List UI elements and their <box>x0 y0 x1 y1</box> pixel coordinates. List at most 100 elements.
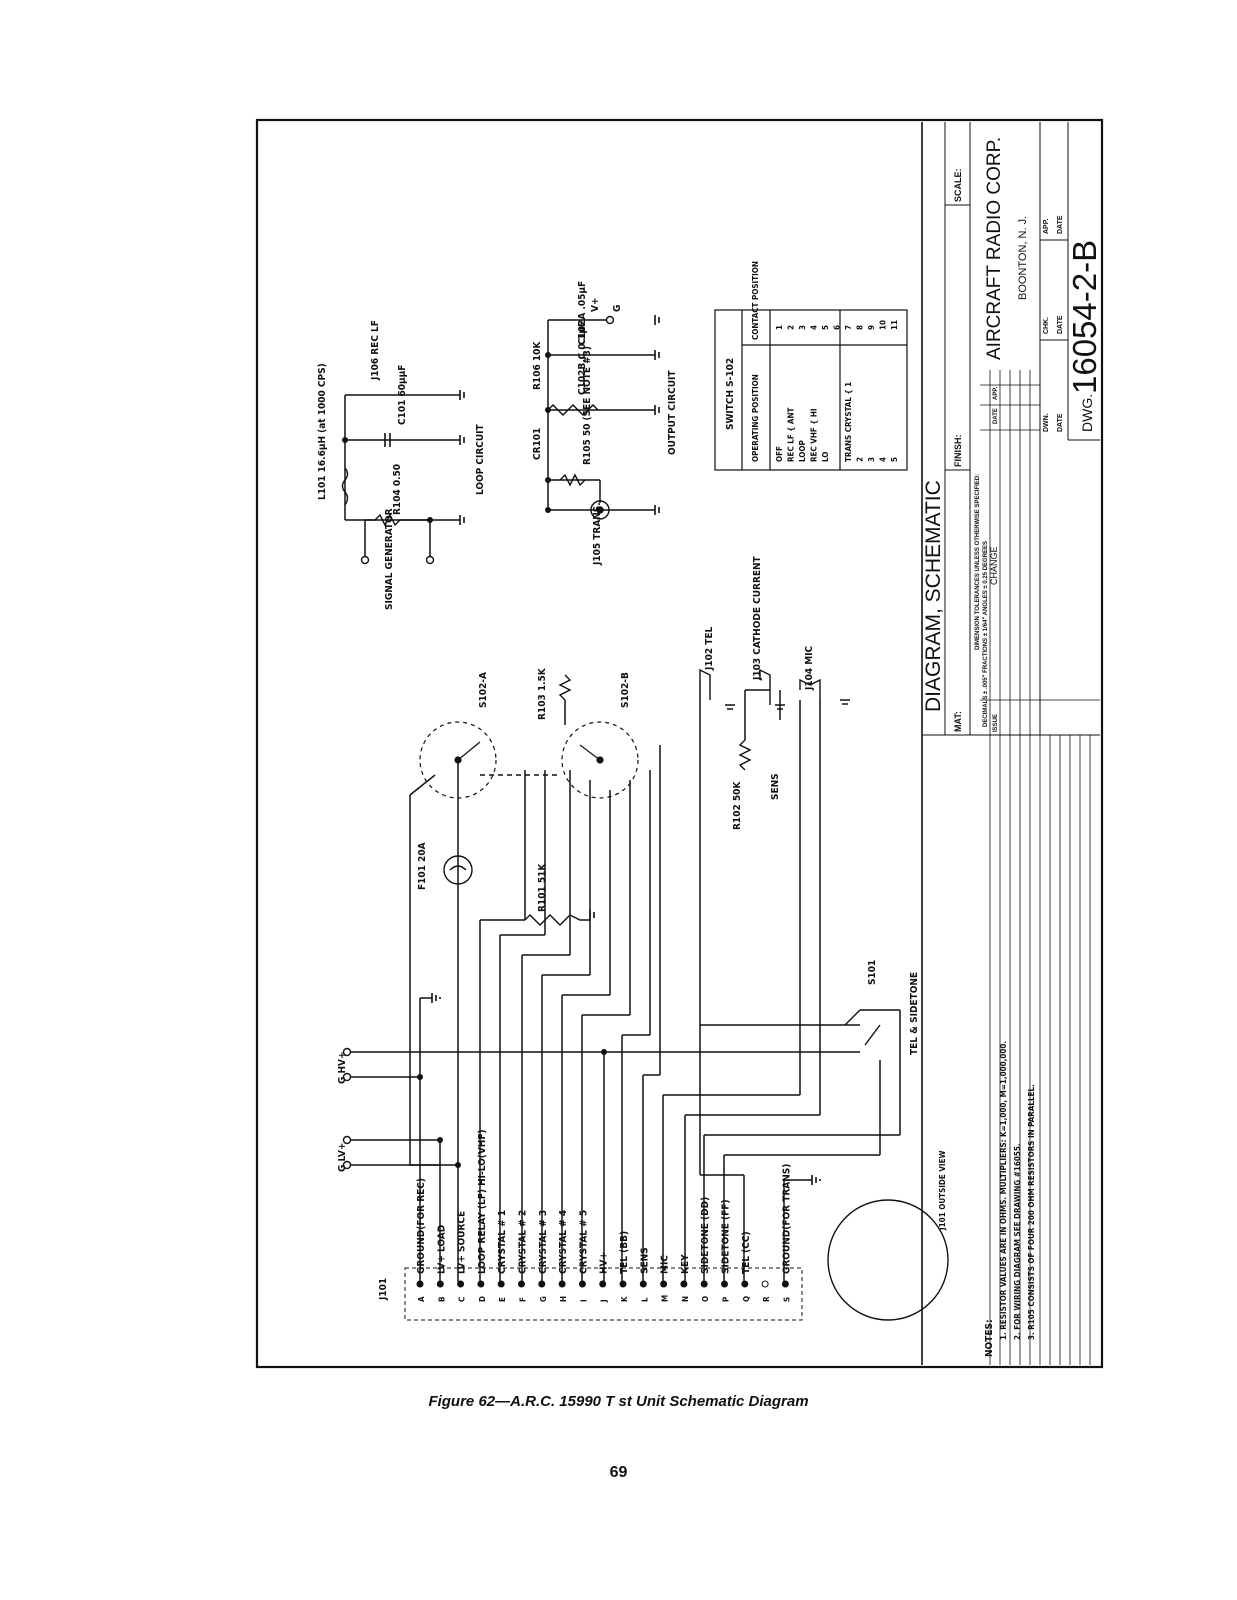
figure-caption: Figure 62—A.R.C. 15990 T st Unit Schemat… <box>428 1393 809 1410</box>
app-header: APP. <box>993 386 999 400</box>
j101-label: J101 <box>378 1278 389 1301</box>
j101-pin-letter: I <box>579 1299 588 1302</box>
c101-label: C101 60µµF <box>397 365 408 425</box>
f101-label: F101 20A <box>417 842 428 890</box>
dwg-label: DWG. <box>1079 394 1095 432</box>
switch-row-contact: 8 <box>856 325 865 330</box>
j101-outside-view-label: J101 OUTSIDE VIEW <box>938 1151 947 1231</box>
date-label-2: DATE <box>1057 315 1064 334</box>
notes-block: NOTES: 1. RESISTOR VALUES ARE IN OHMS. M… <box>984 1041 1036 1357</box>
l101-inductor <box>341 467 349 506</box>
chk-label: CHK. <box>1043 317 1050 334</box>
loop-circuit-label: LOOP CIRCUIT <box>475 423 486 495</box>
r101-label: R101 51K <box>537 863 548 912</box>
j105-label: J105 TRANS. <box>592 502 603 566</box>
j101-pin-letter: C <box>458 1297 467 1302</box>
switch-row-contact: 1 <box>775 325 784 330</box>
jack-symbols <box>699 668 821 705</box>
j101-pin-name: SENS <box>639 1247 650 1274</box>
j101-pin-letter: G <box>539 1296 548 1302</box>
c101-capacitor <box>384 433 391 447</box>
scale-label: SCALE: <box>953 168 963 202</box>
j105-jack <box>590 500 610 520</box>
mat-label: MAT: <box>953 711 963 732</box>
open-terminals <box>342 315 615 1170</box>
s102b-switch <box>561 721 639 799</box>
j101-pin-dot <box>619 1280 627 1288</box>
date-header: DATE <box>993 408 999 424</box>
r104-label: R104 0.50 <box>392 464 403 515</box>
j101-pin-dot <box>741 1280 749 1288</box>
r106-resistor <box>547 404 599 416</box>
r102-pot <box>738 739 752 771</box>
switch-row-position: 5 <box>890 457 899 462</box>
r105-label: R105 50 (SEE NOTE #3) <box>582 346 593 465</box>
j101-pin-letter: K <box>620 1296 629 1302</box>
j101-pin-name: SIDETONE (FF) <box>721 1199 732 1274</box>
j102-label: J102 TEL <box>704 626 715 671</box>
switch-row-contact: 7 <box>844 325 853 330</box>
j101-pin-letter: N <box>681 1296 690 1302</box>
switch-row-position: LO <box>821 452 830 462</box>
j101-pin-dot <box>680 1280 688 1288</box>
j101-pin-name: CRYSTAL # 4 <box>558 1210 569 1274</box>
tolerance-line2: DECIMALS ± .005" FRACTIONS ± 1/64" ANGLE… <box>983 541 989 727</box>
switch-row-contact: 2 <box>787 325 796 330</box>
signal-generator-label: SIGNAL GENERATOR <box>384 508 395 610</box>
j101-pin-letter: J <box>600 1299 609 1303</box>
j101-pin-letter: L <box>640 1297 649 1302</box>
j101-pin-name: TEL (CC) <box>741 1231 752 1274</box>
l101-label: L101 16.6µH (at 1000 CPS) <box>317 363 328 500</box>
switch-row-position: 4 <box>879 457 888 462</box>
terminal-g-hvplus: G HV+ <box>337 1051 348 1084</box>
company-name: AIRCRAFT RADIO CORP. <box>984 137 1005 360</box>
switch-row-position: 3 <box>867 457 876 462</box>
notes-heading: NOTES: <box>984 1319 995 1357</box>
j103-label: J103 CATHODE CURRENT <box>752 555 763 681</box>
j101-pin-letter: A <box>417 1296 426 1302</box>
j101-pin-dot <box>761 1280 769 1288</box>
change-header: CHANGE <box>989 546 999 585</box>
j101-pin-name: TEL (BB) <box>619 1231 630 1274</box>
j101-pin-dot <box>457 1280 465 1288</box>
note-1: 1. RESISTOR VALUES ARE IN OHMS. MULTIPLI… <box>999 1041 1008 1340</box>
g-label: G <box>612 305 623 312</box>
r101-resistor <box>524 914 590 926</box>
j106-label: J106 REC LF <box>370 320 381 381</box>
s101-label: S101 <box>867 960 878 985</box>
switch-row-contact: 6 <box>833 325 842 330</box>
sens-label: SENS <box>770 773 781 800</box>
j101-outside-view <box>827 1199 949 1321</box>
s101-switch <box>844 1009 881 1046</box>
j101-pin-letter: F <box>519 1297 528 1302</box>
drawing-border <box>255 118 1104 1369</box>
switch-row-position: 2 <box>856 457 865 462</box>
j104-label: J104 MIC <box>804 645 815 691</box>
j101-pin-letter: E <box>498 1297 507 1302</box>
switch-table-col2: CONTACT POSITION <box>751 261 760 340</box>
j101-pin-name: GROUND(FOR REC) <box>416 1178 427 1274</box>
s102b-label: S102-B <box>620 672 631 708</box>
j101-pin-name: GROUND(FOR TRANS) <box>781 1164 792 1274</box>
switch-table-title: SWITCH S-102 <box>725 358 736 430</box>
switch-row-position: REC VHF { HI <box>810 408 819 462</box>
terminal-g-lvplus: G LV+ <box>337 1143 348 1172</box>
switch-row-position: REC LF { ANT <box>787 408 796 462</box>
j101-pin-letter: B <box>437 1297 446 1302</box>
r102-label: R102 50K <box>732 781 743 830</box>
title-block: DIAGRAM, SCHEMATIC MAT: FINISH: SCALE: D… <box>921 122 1103 1365</box>
finish-label: FINISH: <box>953 434 963 467</box>
switch-row-position: OFF <box>775 446 784 462</box>
issue-header: ISSUE <box>993 714 999 732</box>
switch-row-contact: 10 <box>879 320 888 330</box>
j101-pin-dot <box>477 1280 485 1288</box>
switch-row-contact: 11 <box>890 320 899 330</box>
switch-row-contact: 9 <box>867 325 876 330</box>
switch-table-col1: OPERATING POSITION <box>751 374 760 462</box>
c102a-label: C102A .05µF <box>577 281 588 345</box>
j101-pin-name: CRYSTAL # 5 <box>578 1210 589 1274</box>
j101-pin-name: CRYSTAL # 3 <box>538 1210 549 1274</box>
j101-pin-letter: R <box>762 1296 771 1302</box>
